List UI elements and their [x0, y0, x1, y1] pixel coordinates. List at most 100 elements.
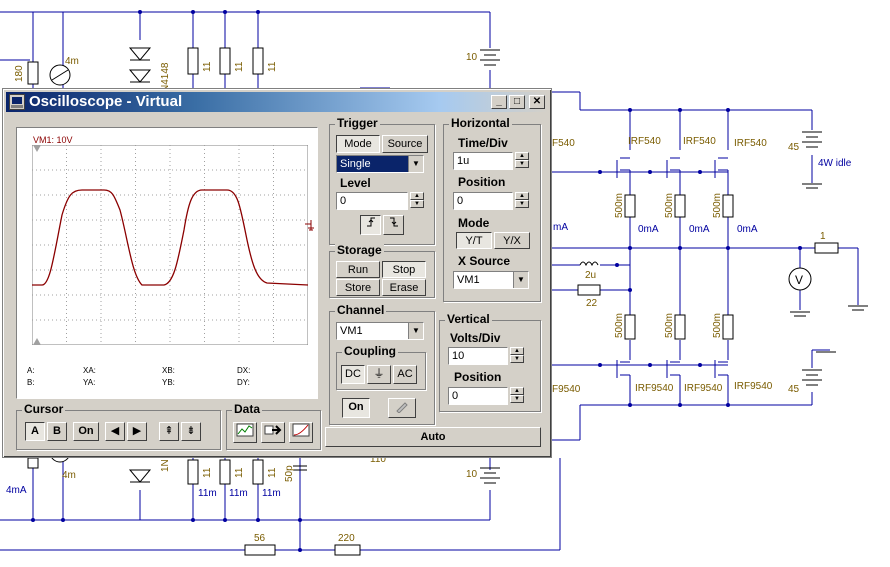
store-button[interactable]: Store — [336, 279, 380, 296]
pencil-icon[interactable] — [388, 398, 416, 418]
cursor-dy-label: DY: — [237, 378, 250, 387]
trigger-group-label: Trigger — [335, 116, 380, 130]
cursor-group-label: Cursor — [22, 402, 66, 416]
trigger-level-stepper[interactable]: ▲▼ — [410, 192, 424, 209]
chevron-down-icon[interactable]: ▼ — [408, 156, 423, 172]
minimize-button[interactable]: _ — [491, 95, 507, 109]
label-irf9540b: IRF9540 — [684, 383, 723, 394]
dc-coupling-button[interactable]: DC — [341, 365, 365, 384]
stop-button[interactable]: Stop — [382, 261, 426, 278]
label-4m-bot: 4m — [62, 470, 76, 481]
mode-label: Mode — [458, 216, 490, 230]
window-title: Oscilloscope - Virtual — [29, 93, 183, 110]
trigger-mode-tab[interactable]: Mode — [336, 135, 380, 153]
vm1-trace — [32, 189, 308, 286]
oscilloscope-window[interactable]: Oscilloscope - Virtual _ □ ✕ VM1: 10V A:… — [2, 88, 552, 458]
cursor-down-icon[interactable]: ⇟ — [181, 422, 201, 441]
channel-group: Channel VM1 ▼ Coupling DC ⏚ AC On — [329, 303, 435, 425]
label-4m-top: 4m — [65, 56, 79, 67]
cursor-left-icon[interactable]: ◀ — [105, 422, 125, 441]
label-n4148: N4148 — [160, 62, 171, 92]
data-export-chart-icon[interactable] — [233, 422, 257, 443]
maximize-button[interactable]: □ — [509, 95, 525, 109]
volts-div-stepper[interactable]: ▲▼ — [510, 347, 524, 364]
vertical-position-input[interactable]: 0 — [448, 387, 508, 405]
yx-mode-button[interactable]: Y/X — [494, 232, 530, 249]
label-11m-1: 11m — [198, 488, 217, 499]
falling-edge-icon[interactable] — [383, 215, 404, 235]
x-source-label: X Source — [458, 254, 511, 268]
cursor-up-icon[interactable]: ⇞ — [159, 422, 179, 441]
storage-group: Storage Run Stop Store Erase — [329, 243, 435, 298]
label-22: 22 — [586, 298, 598, 309]
channel-on-button[interactable]: On — [342, 398, 370, 418]
trigger-level-marker-icon[interactable] — [303, 218, 317, 232]
label-10-bot: 10 — [466, 469, 478, 480]
chevron-down-icon[interactable]: ▼ — [408, 323, 423, 339]
ac-coupling-button[interactable]: AC — [393, 365, 417, 384]
label-11m-2: 11m — [229, 488, 248, 499]
label-11f: 11 — [267, 467, 278, 478]
yt-mode-button[interactable]: Y/T — [456, 232, 492, 249]
data-group-label: Data — [232, 402, 263, 416]
trigger-source-tab[interactable]: Source — [382, 135, 428, 153]
trigger-level-input[interactable]: 0 — [336, 192, 408, 210]
run-button[interactable]: Run — [336, 261, 380, 278]
auto-button[interactable]: Auto — [325, 427, 541, 447]
rising-edge-icon[interactable] — [360, 215, 381, 235]
oscilloscope-screen[interactable]: VM1: 10V A: B: XA: YA: XB: YB: DX: DY: — [16, 127, 318, 399]
vertical-position-stepper[interactable]: ▲▼ — [510, 387, 524, 404]
horizontal-position-input[interactable]: 0 — [453, 192, 513, 210]
label-11m-3: 11m — [262, 488, 281, 499]
trigger-level-label: Level — [340, 176, 371, 190]
title-bar[interactable]: Oscilloscope - Virtual _ □ ✕ — [6, 92, 548, 112]
label-50p: 50p — [284, 465, 295, 482]
label-r180: 180 — [14, 65, 25, 82]
cursor-a-label: A: — [27, 366, 35, 375]
cursor-a-button[interactable]: A — [25, 422, 45, 441]
label-500m-2: 500m — [664, 193, 675, 218]
ground-icon[interactable]: ⏚ — [367, 365, 391, 384]
label-10-top: 10 — [466, 52, 478, 63]
label-56: 56 — [254, 533, 266, 544]
coupling-group: Coupling DC ⏚ AC — [336, 344, 426, 390]
cursor-right-icon[interactable]: ▶ — [127, 422, 147, 441]
data-transfer-icon[interactable] — [261, 422, 285, 443]
label-irf540c: IRF540 — [734, 138, 767, 149]
label-0ma-2: 0mA — [689, 224, 710, 235]
trigger-mode-value: Single — [340, 158, 371, 170]
channel-select[interactable]: VM1 ▼ — [336, 322, 424, 340]
label-220: 220 — [338, 533, 355, 544]
storage-group-label: Storage — [335, 243, 384, 257]
x-source-select[interactable]: VM1 ▼ — [453, 271, 529, 289]
coupling-group-label: Coupling — [342, 344, 398, 358]
cursor-on-button[interactable]: On — [73, 422, 99, 441]
vertical-group-label: Vertical — [445, 312, 492, 326]
label-irf540a: IRF540 — [628, 136, 661, 147]
data-curve-icon[interactable] — [289, 422, 313, 443]
trigger-mode-select[interactable]: Single ▼ — [336, 155, 424, 173]
oscilloscope-app-icon[interactable] — [9, 94, 25, 110]
time-div-input[interactable]: 1u — [453, 152, 513, 170]
label-45-bot: 45 — [788, 384, 800, 395]
cursor-b-label: B: — [27, 378, 35, 387]
close-button[interactable]: ✕ — [529, 95, 545, 109]
label-500m-6: 500m — [712, 313, 723, 338]
time-div-label: Time/Div — [458, 136, 508, 150]
label-500m-4: 500m — [614, 313, 625, 338]
label-500m-5: 500m — [664, 313, 675, 338]
cursor-b-button[interactable]: B — [47, 422, 67, 441]
chevron-down-icon[interactable]: ▼ — [513, 272, 528, 288]
waveform-display[interactable] — [32, 145, 308, 345]
data-group: Data — [226, 402, 321, 450]
label-11d: 11 — [202, 467, 213, 478]
volts-div-input[interactable]: 10 — [448, 347, 508, 365]
label-f540-left: F540 — [552, 138, 575, 149]
erase-button[interactable]: Erase — [382, 279, 426, 296]
horizontal-position-stepper[interactable]: ▲▼ — [515, 192, 529, 209]
time-div-stepper[interactable]: ▲▼ — [515, 152, 529, 169]
label-11e: 11 — [234, 467, 245, 478]
channel-scale-label: VM1: 10V — [33, 135, 73, 145]
label-11c: 11 — [267, 61, 278, 72]
vertical-position-label: Position — [454, 370, 502, 384]
